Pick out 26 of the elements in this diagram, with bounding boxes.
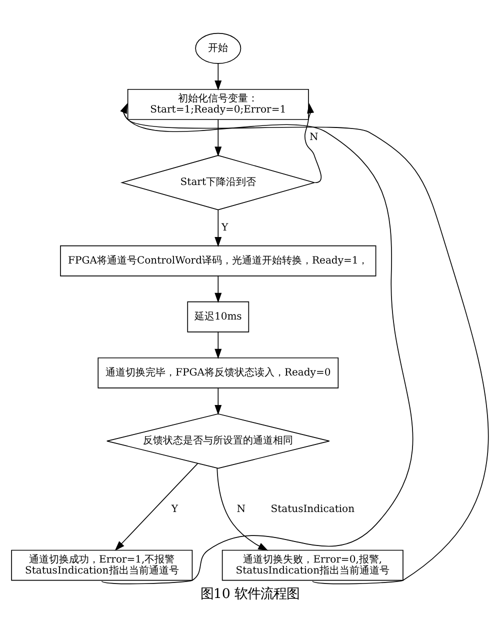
- edge-label: N: [310, 132, 318, 143]
- arrow: [101, 102, 413, 584]
- edge-label: Y: [222, 222, 228, 233]
- node-box: 通道切换完毕，FPGA将反馈状态读入，Ready=0: [98, 356, 339, 388]
- arrow: [120, 102, 489, 584]
- node-box: 通道切换失败，Error=0,报警, StatusIndication指出当前通道号: [222, 549, 404, 580]
- node-box: 初始化信号变量： Start=1;Ready=0;Error=1: [127, 88, 309, 120]
- node-diamond: 反馈状态是否与所设置的通道相同: [106, 412, 330, 468]
- arrow: [216, 467, 268, 550]
- arrow: [214, 118, 222, 156]
- node-diamond: Start下降沿到否: [120, 154, 316, 210]
- arrow: [214, 62, 222, 90]
- arrow: [214, 387, 222, 415]
- node-box: 延迟10ms: [187, 300, 250, 332]
- arrow: [114, 462, 198, 550]
- node-box: 通道切换成功，Error=1,不报警 StatusIndication指出当前通道号: [11, 549, 193, 580]
- arrow: [214, 209, 222, 247]
- node-box: FPGA将通道号ControlWord译码，光通道开始转换，Ready=1，: [60, 244, 376, 276]
- label: StatusIndication: [270, 503, 355, 514]
- edge-label: Y: [171, 503, 178, 514]
- arrow: [304, 102, 322, 183]
- edge-label: N: [236, 503, 246, 514]
- node-ellipse: 开始: [195, 32, 242, 64]
- caption: 图10 软件流程图: [200, 586, 300, 602]
- arrow: [214, 331, 222, 358]
- arrow: [214, 275, 222, 302]
